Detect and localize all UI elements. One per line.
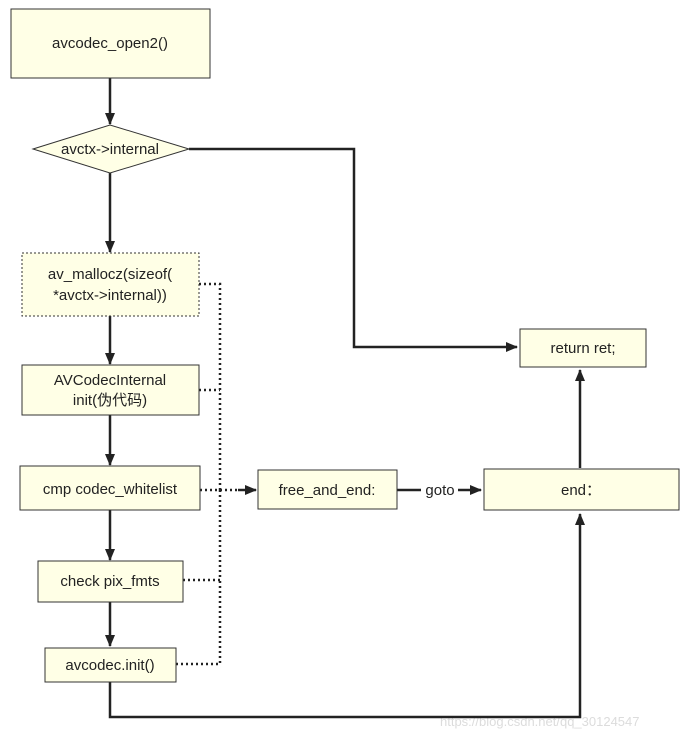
edge-pixfmts-fail	[183, 490, 222, 582]
node-avcodec-init-label: avcodec.init()	[65, 657, 154, 674]
node-avcodec-internal-init: AVCodecInternal init(伪代码)	[21, 364, 200, 416]
node-cmp-codec-whitelist: cmp codec_whitelist	[19, 465, 201, 511]
edge-codecinit-to-end	[108, 513, 585, 719]
node-return-ret-label: return ret;	[550, 340, 615, 357]
node-end-label: end：	[561, 482, 601, 499]
node-avcodec-init: avcodec.init()	[44, 647, 177, 683]
node-cmp-codec-whitelist-label: cmp codec_whitelist	[43, 481, 178, 498]
node-return-ret: return ret;	[519, 328, 647, 368]
node-free-and-end-label: free_and_end:	[279, 482, 376, 499]
decision-avctx-internal: avctx->internal	[31, 124, 191, 174]
node-check-pix-fmts-label: check pix_fmts	[60, 573, 159, 590]
node-avcodec-internal-init-line2: init(伪代码)	[73, 392, 147, 409]
edge-internal-to-return	[189, 147, 518, 352]
node-check-pix-fmts: check pix_fmts	[37, 560, 184, 603]
node-free-and-end: free_and_end:	[257, 469, 398, 510]
node-avcodec-open2-label: avcodec_open2()	[52, 35, 168, 52]
node-end: end：	[483, 468, 680, 511]
decision-avctx-internal-label: avctx->internal	[61, 141, 159, 158]
edge-malloc-fail	[199, 282, 222, 490]
node-av-mallocz-line2: *avctx->internal))	[53, 287, 167, 304]
node-av-mallocz: av_mallocz(sizeof( *avctx->internal))	[21, 252, 200, 317]
edge-codecinit-fail	[176, 580, 222, 666]
node-av-mallocz-line1: av_mallocz(sizeof(	[48, 266, 172, 283]
node-avcodec-internal-init-line1: AVCodecInternal	[54, 372, 166, 389]
node-avcodec-open2: avcodec_open2()	[10, 8, 211, 79]
goto-label: goto	[425, 482, 454, 499]
